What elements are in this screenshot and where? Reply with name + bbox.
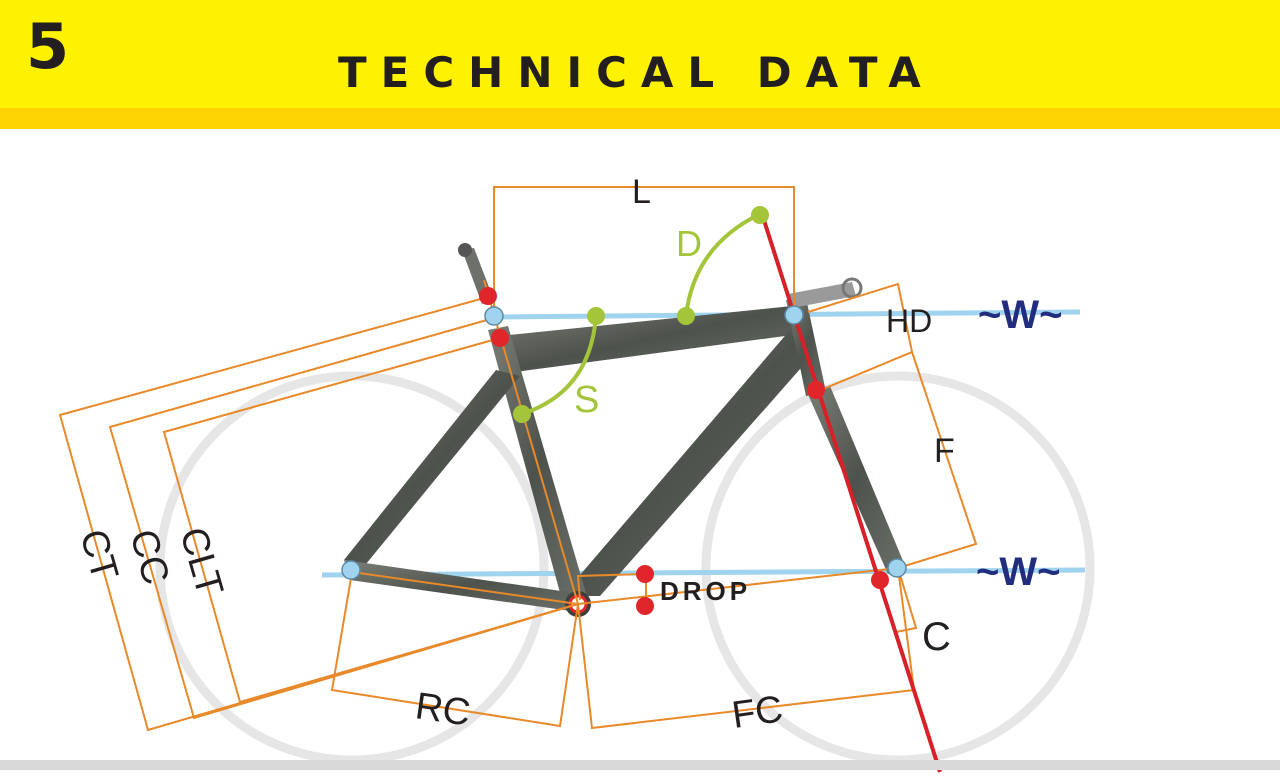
drop-top-point xyxy=(636,565,654,583)
seat-junction-point xyxy=(484,306,504,326)
footer-bar xyxy=(0,760,1280,770)
angle-d-point-bottom xyxy=(677,307,695,325)
angle-d-point-top xyxy=(751,206,769,224)
label-fc: FC xyxy=(729,688,785,737)
bike-frame xyxy=(344,243,906,617)
angle-s-point-top xyxy=(587,307,605,325)
label-w-top: ~W~ xyxy=(978,293,1062,337)
head-tube-bottom-point xyxy=(807,381,825,399)
angle-s-point-bottom xyxy=(513,405,531,423)
drop-bottom-point xyxy=(636,597,654,615)
header-bar xyxy=(0,0,1280,108)
label-c: C xyxy=(922,615,951,659)
label-f: F xyxy=(934,432,955,470)
label-w-bottom: ~W~ xyxy=(976,550,1060,594)
label-hd: HD xyxy=(886,303,932,339)
page-title: TECHNICAL DATA xyxy=(338,48,935,97)
label-d: D xyxy=(676,223,702,264)
fork-axis-point xyxy=(871,571,889,589)
label-cc: CC xyxy=(121,525,177,589)
angle-arcs xyxy=(521,212,761,416)
header-band xyxy=(0,108,1280,129)
label-s: S xyxy=(574,379,599,421)
label-ct: CT xyxy=(71,525,125,585)
label-rc: RC xyxy=(413,685,473,734)
seat-tube-mid-point xyxy=(491,329,509,347)
bottom-axis-line xyxy=(321,567,1086,578)
label-clt: CLT xyxy=(171,523,230,601)
front-axle-point xyxy=(887,558,907,578)
label-drop: DROP xyxy=(660,576,751,606)
chapter-number: 5 xyxy=(26,10,70,83)
label-l: L xyxy=(632,173,651,211)
rear-axle-point xyxy=(341,560,361,580)
seat-tube-top-point xyxy=(479,287,497,305)
dimension-lines xyxy=(58,186,978,732)
head-junction-point xyxy=(784,305,804,325)
